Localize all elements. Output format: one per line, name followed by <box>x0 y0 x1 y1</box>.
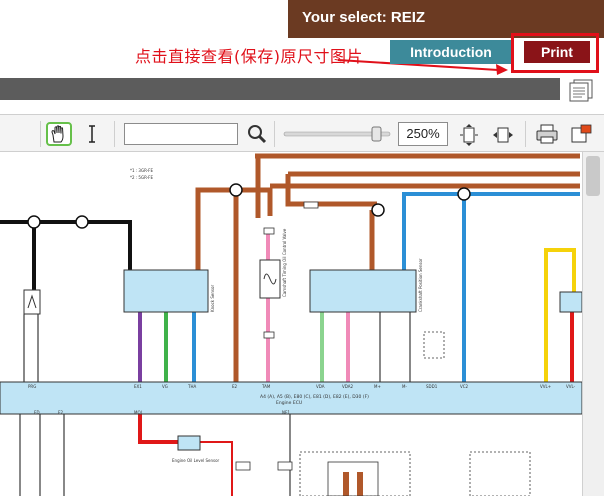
pin-label: VG <box>162 384 168 389</box>
shield-box <box>423 331 445 359</box>
engine-ecu-bus <box>0 381 582 415</box>
export-icon[interactable] <box>569 123 593 145</box>
left-sensor-symbol <box>27 294 37 309</box>
oil-level-sensor-block <box>177 435 201 451</box>
zoom-slider[interactable] <box>282 124 394 144</box>
yellow-wire <box>544 248 576 382</box>
connector <box>303 201 319 209</box>
pin-label: MOL <box>134 410 144 415</box>
vvt-sensor-coil <box>263 273 277 285</box>
red-wire-lower <box>138 414 178 444</box>
vvt-sensor-label: Camshaft Timing Oil Control Valve <box>282 228 287 297</box>
pin-label: VDA <box>316 384 325 389</box>
pin-label: ED <box>34 410 40 415</box>
search-input[interactable] <box>124 123 238 145</box>
toolbar-separator <box>274 121 275 147</box>
pin-label: THA <box>187 384 196 389</box>
toolbar-separator <box>114 121 115 147</box>
text-select-icon[interactable] <box>84 122 100 146</box>
title-strip <box>0 78 560 100</box>
pin-label: VVL- <box>566 384 576 389</box>
fit-page-icon[interactable] <box>457 124 481 146</box>
toolbar-separator <box>525 121 526 147</box>
lower-component-box <box>327 461 379 496</box>
diagram-note: *1 : 3GR-FE <box>130 168 153 173</box>
crankshaft-sensor-label: Crankshaft Position Sensor <box>418 258 423 312</box>
pin-label: VDA2 <box>342 384 353 389</box>
lower-dashed-box <box>299 451 411 496</box>
pin-label: VC2 <box>460 384 469 389</box>
print-button[interactable]: Print <box>524 41 590 63</box>
hand-tool-icon <box>51 125 64 143</box>
print-highlight-frame: Print <box>511 33 599 73</box>
magnifier-icon[interactable] <box>246 123 268 145</box>
pin-label: E2 <box>58 410 64 415</box>
connector <box>277 461 293 471</box>
brown-wires <box>195 153 580 382</box>
oil-level-sensor-label: Engine Oil Level Sensor <box>172 458 220 463</box>
selection-text: Your select: REIZ <box>302 9 426 26</box>
viewer-toolbar: 250% <box>0 114 604 152</box>
document-stack-icon[interactable] <box>566 78 596 102</box>
pin-label: M+ <box>374 384 381 389</box>
crankshaft-sensor-block <box>309 269 417 313</box>
knock-sensor-label: Knock Sensor <box>210 285 215 312</box>
selection-banner: Your select: REIZ <box>288 0 604 38</box>
right-component-block <box>559 291 582 313</box>
bus-pin-labels: PRG EX1 VG THA E2 TAM VDA VDA2 M+ M- SDD… <box>28 384 576 389</box>
wiring-diagram: *1 : 3GR-FE *2 : 5GR-FE <box>0 153 582 496</box>
scrollbar-thumb[interactable] <box>586 156 600 196</box>
diagram-note: *2 : 5GR-FE <box>130 175 153 180</box>
bus-subtitle: Engine ECU <box>276 400 302 406</box>
connector <box>235 461 251 471</box>
zoom-level-field[interactable]: 250% <box>398 122 448 146</box>
hand-tool-button[interactable] <box>46 122 72 146</box>
knock-sensor-block <box>123 269 209 313</box>
bus-title: A4 (A), A5 (B), E80 (C), E81 (D), E82 (E… <box>260 394 369 400</box>
black-wires <box>0 220 411 496</box>
pin-label: M- <box>402 384 407 389</box>
lower-right-box <box>469 451 531 496</box>
red-wire-lower-2 <box>200 441 233 496</box>
wiring-diagram-viewport[interactable]: *1 : 3GR-FE *2 : 5GR-FE <box>0 152 582 496</box>
pin-label: PRG <box>28 384 36 389</box>
pin-label: VVL+ <box>540 384 551 389</box>
introduction-button[interactable]: Introduction <box>390 40 512 64</box>
left-sensor-body <box>23 289 41 315</box>
connector <box>263 331 275 339</box>
junctions <box>27 183 471 229</box>
toolbar-separator <box>40 121 41 147</box>
connector <box>263 227 275 235</box>
annotation-text: 点击直接查看(保存)原尺寸图片 <box>135 47 363 66</box>
pin-label: NE1 <box>282 410 291 415</box>
pin-label: TAM <box>261 384 271 389</box>
vertical-scrollbar[interactable] <box>582 152 604 496</box>
blue-wires <box>192 192 580 382</box>
printer-icon[interactable] <box>535 123 559 145</box>
pin-label: SDD1 <box>426 384 438 389</box>
pin-label: EX1 <box>134 384 142 389</box>
pin-label: E2 <box>232 384 238 389</box>
fit-width-icon[interactable] <box>491 124 515 146</box>
bottom-pin-labels: ED E2 MOL NE1 <box>34 410 291 415</box>
